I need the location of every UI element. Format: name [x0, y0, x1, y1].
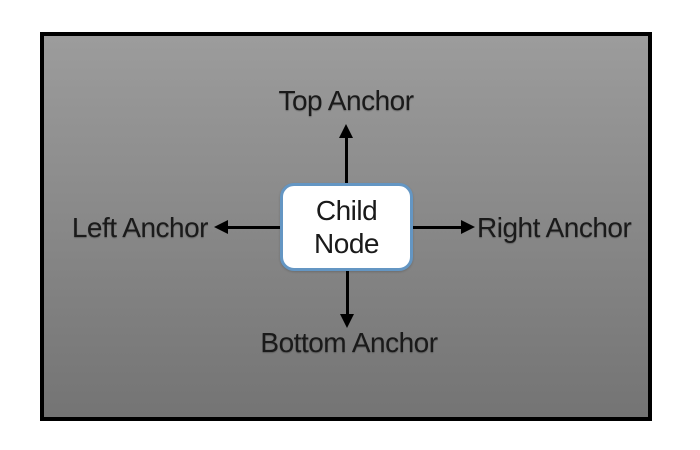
child-node-label-line1: Child	[315, 195, 378, 226]
top-arrow-line	[345, 136, 348, 183]
left-arrowhead-icon	[214, 220, 228, 234]
child-node-label-line2: Node	[314, 228, 379, 259]
left-anchor-label: Left Anchor	[71, 212, 209, 243]
top-anchor-label: Top Anchor	[278, 85, 414, 116]
right-anchor-label: Right Anchor	[477, 212, 632, 243]
left-arrow-line	[226, 226, 280, 229]
bottom-arrow-line	[346, 271, 349, 316]
bottom-arrowhead-icon	[340, 314, 354, 328]
child-node: Child Node	[280, 183, 413, 271]
diagram-frame: Top Anchor Left Anchor Right Anchor Bott…	[40, 32, 652, 421]
right-arrowhead-icon	[461, 220, 475, 234]
bottom-anchor-label: Bottom Anchor	[260, 327, 438, 358]
top-arrowhead-icon	[339, 124, 353, 138]
right-arrow-line	[413, 226, 463, 229]
